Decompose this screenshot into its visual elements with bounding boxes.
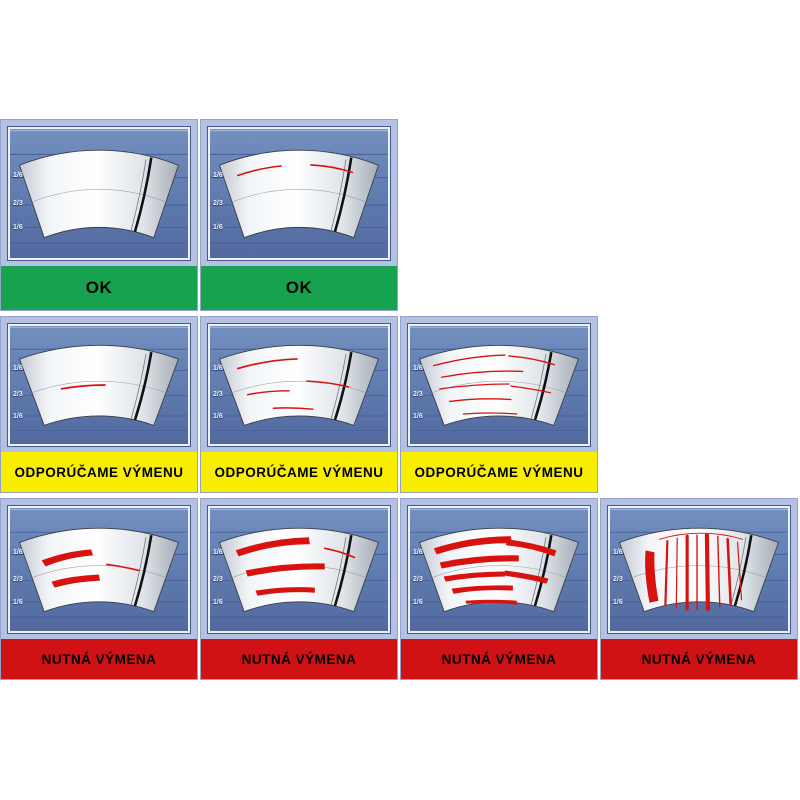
status-bar-recommend: ODPORÚČAME VÝMENU xyxy=(401,452,597,492)
wear-streaks xyxy=(433,536,557,605)
row-recommend: 1/6 2/3 1/6 ODPORÚČAME VÝMENU xyxy=(0,316,800,493)
wiper-panel-frame: 1/6 2/3 1/6 xyxy=(1,120,197,266)
wiper-panel: 1/6 2/3 1/6 xyxy=(8,506,190,633)
status-bar-replace: NUTNÁ VÝMENA xyxy=(601,639,797,679)
status-bar-recommend: ODPORÚČAME VÝMENU xyxy=(1,452,197,492)
wiper-wear-chart: 1/6 2/3 1/6 OK xyxy=(0,119,800,680)
wiper-panel: 1/6 2/3 1/6 xyxy=(208,127,390,260)
cell-replace-1: 1/6 2/3 1/6 NUTNÁ VÝMENA xyxy=(0,498,198,680)
status-bar-replace: NUTNÁ VÝMENA xyxy=(401,639,597,679)
wiper-panel: 1/6 2/3 1/6 xyxy=(208,324,390,446)
wiper-panel: 1/6 2/3 1/6 xyxy=(8,324,190,446)
status-bar-ok: OK xyxy=(1,266,197,310)
wiper-panel: 1/6 2/3 1/6 xyxy=(208,506,390,633)
wiper-panel-frame: 1/6 2/3 1/6 xyxy=(1,499,197,639)
wiper-panel: 1/6 2/3 1/6 xyxy=(408,324,590,446)
wear-streaks xyxy=(235,537,356,596)
wear-streaks xyxy=(645,532,743,611)
wear-streaks xyxy=(236,164,354,177)
wiper-fan-graphic xyxy=(10,129,188,258)
wiper-fan-graphic xyxy=(210,129,388,258)
wiper-fan-graphic xyxy=(410,508,588,631)
wiper-panel-frame: 1/6 2/3 1/6 xyxy=(201,317,397,452)
cell-recommend-3: 1/6 2/3 1/6 ODPORÚČAME VÝMENU xyxy=(400,316,598,493)
wiper-fan-graphic xyxy=(610,508,788,631)
status-bar-replace: NUTNÁ VÝMENA xyxy=(1,639,197,679)
wear-streaks xyxy=(433,354,556,415)
cell-recommend-2: 1/6 2/3 1/6 ODPORÚČAME VÝMENU xyxy=(200,316,398,493)
status-bar-recommend: ODPORÚČAME VÝMENU xyxy=(201,452,397,492)
cell-replace-2: 1/6 2/3 1/6 NUTNÁ VÝMENA xyxy=(200,498,398,680)
wiper-panel-frame: 1/6 2/3 1/6 xyxy=(1,317,197,452)
wiper-panel-frame: 1/6 2/3 1/6 xyxy=(401,499,597,639)
wiper-panel: 1/6 2/3 1/6 xyxy=(608,506,790,633)
cell-ok-2: 1/6 2/3 1/6 OK xyxy=(200,119,398,311)
row-replace: 1/6 2/3 1/6 NUTNÁ VÝMENA xyxy=(0,498,800,680)
wear-streaks xyxy=(60,384,106,390)
wiper-panel-frame: 1/6 2/3 1/6 xyxy=(601,499,797,639)
wiper-fan-graphic xyxy=(210,326,388,444)
cell-recommend-1: 1/6 2/3 1/6 ODPORÚČAME VÝMENU xyxy=(0,316,198,493)
row-ok: 1/6 2/3 1/6 OK xyxy=(0,119,800,311)
wiper-panel-frame: 1/6 2/3 1/6 xyxy=(201,499,397,639)
wiper-fan-graphic xyxy=(10,508,188,631)
wiper-panel-frame: 1/6 2/3 1/6 xyxy=(201,120,397,266)
wear-streaks xyxy=(41,549,140,588)
wiper-panel: 1/6 2/3 1/6 xyxy=(8,127,190,260)
wiper-panel-frame: 1/6 2/3 1/6 xyxy=(401,317,597,452)
wiper-fan-graphic xyxy=(410,326,588,444)
cell-replace-3: 1/6 2/3 1/6 NUTNÁ VÝMENA xyxy=(400,498,598,680)
wiper-fan-graphic xyxy=(10,326,188,444)
cell-ok-1: 1/6 2/3 1/6 OK xyxy=(0,119,198,311)
cell-replace-4: 1/6 2/3 1/6 NUTNÁ VÝMENA xyxy=(600,498,798,680)
wear-streaks xyxy=(236,358,350,410)
status-bar-ok: OK xyxy=(201,266,397,310)
wiper-panel: 1/6 2/3 1/6 xyxy=(408,506,590,633)
wiper-fan-graphic xyxy=(210,508,388,631)
status-bar-replace: NUTNÁ VÝMENA xyxy=(201,639,397,679)
